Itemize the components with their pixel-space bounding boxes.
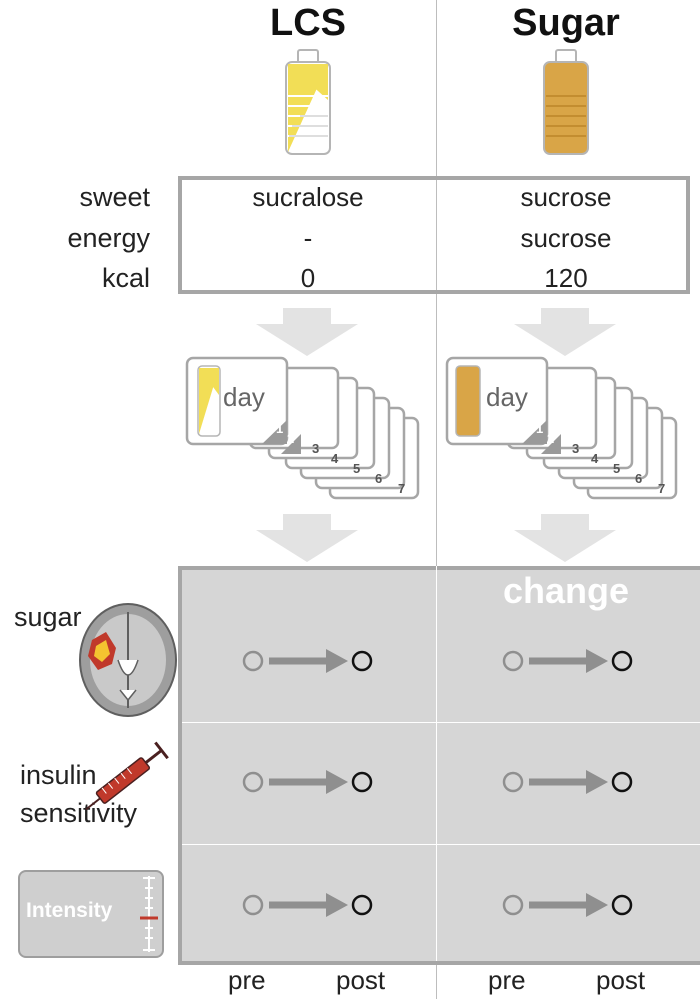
lcs-post-circle [351,650,373,672]
lcs-pre-circle [242,650,264,672]
sugar-measure-label: sugar [14,602,82,632]
lcs-day-num: 3 [312,441,320,456]
lcs-column-title: LCS [270,2,346,44]
lcs-sweet-cell: sucralose [252,182,364,212]
sugar-post-label: post [596,965,646,995]
sugar-pre-label: pre [488,965,526,995]
lcs-day-num: 1 [276,421,284,436]
sugar-energy-cell: sucrose [520,223,612,253]
sugar-calendar-stack-icon [445,356,678,500]
sugar-change-arrowhead [586,770,608,794]
lcs-calendar-corner-tabs [262,420,301,454]
sugar-day-num: 3 [572,441,580,456]
panel-column-divider [436,566,437,961]
lcs-pre-label: pre [228,965,266,995]
sugar-calendar-corner-tabs [522,420,561,454]
change-label: change [502,570,630,611]
composition-table [178,176,690,294]
sugar-day-num: 7 [658,481,666,496]
lcs-bottle-icon [285,49,331,155]
sugar-change-arrowhead [586,893,608,917]
lcs-day-label: day [223,382,265,412]
lcs-change-arrowhead [326,649,348,673]
lcs-post-circle [351,894,373,916]
insulin-label-line2: sensitivity [20,798,138,828]
sugar-kcal-cell: 120 [544,263,588,293]
row-label-kcal: kcal [101,263,150,293]
lcs-energy-cell: - [303,223,313,253]
intensity-scale-ticks [143,876,155,952]
sugar-day-num: 4 [591,451,599,466]
sugar-column-title: Sugar [512,2,620,44]
sugar-day-num: 5 [613,461,621,476]
row-label-sweet: sweet [79,182,150,212]
syringe-icon [85,741,169,811]
lcs-change-arrowhead [326,893,348,917]
lcs-day-num: 2 [287,431,295,446]
lcs-calendar-mini-bottle [197,365,221,437]
sugar-calendar-mini-bottle [455,365,481,437]
lcs-pre-circle [242,894,264,916]
sugar-post-circle [611,894,633,916]
lcs-post-circle [351,771,373,793]
row-label-energy: energy [67,223,150,253]
lcs-day-num: 7 [398,481,406,496]
sugar-day-num: 1 [536,421,544,436]
sugar-pre-circle [502,650,524,672]
lcs-pre-circle [242,771,264,793]
down-arrow-icons [256,308,616,562]
brain-scan-icon [79,603,177,717]
sugar-day-num: 2 [547,431,555,446]
insulin-label-line1: insulin [20,760,97,790]
lcs-kcal-cell: 0 [300,263,316,293]
sugar-day-label: day [486,382,528,412]
lcs-day-num: 5 [353,461,361,476]
panel-row-divider [182,722,700,723]
sugar-pre-circle [502,771,524,793]
lcs-post-label: post [336,965,386,995]
sugar-bottle-icon [543,49,589,155]
sugar-day-num: 6 [635,471,643,486]
sugar-change-arrowhead [586,649,608,673]
sugar-sweet-cell: sucrose [520,182,612,212]
lcs-day-num: 6 [375,471,383,486]
panel-row-divider [182,844,700,845]
intensity-label: Intensity [26,899,113,922]
lcs-calendar-stack-icon [185,356,420,500]
sugar-post-circle [611,771,633,793]
lcs-change-arrowhead [326,770,348,794]
column-divider [436,0,437,999]
intensity-scale-icon [18,870,164,958]
sugar-post-circle [611,650,633,672]
change-markers [242,649,633,917]
lcs-day-num: 4 [331,451,339,466]
results-panel [178,566,700,965]
sugar-pre-circle [502,894,524,916]
